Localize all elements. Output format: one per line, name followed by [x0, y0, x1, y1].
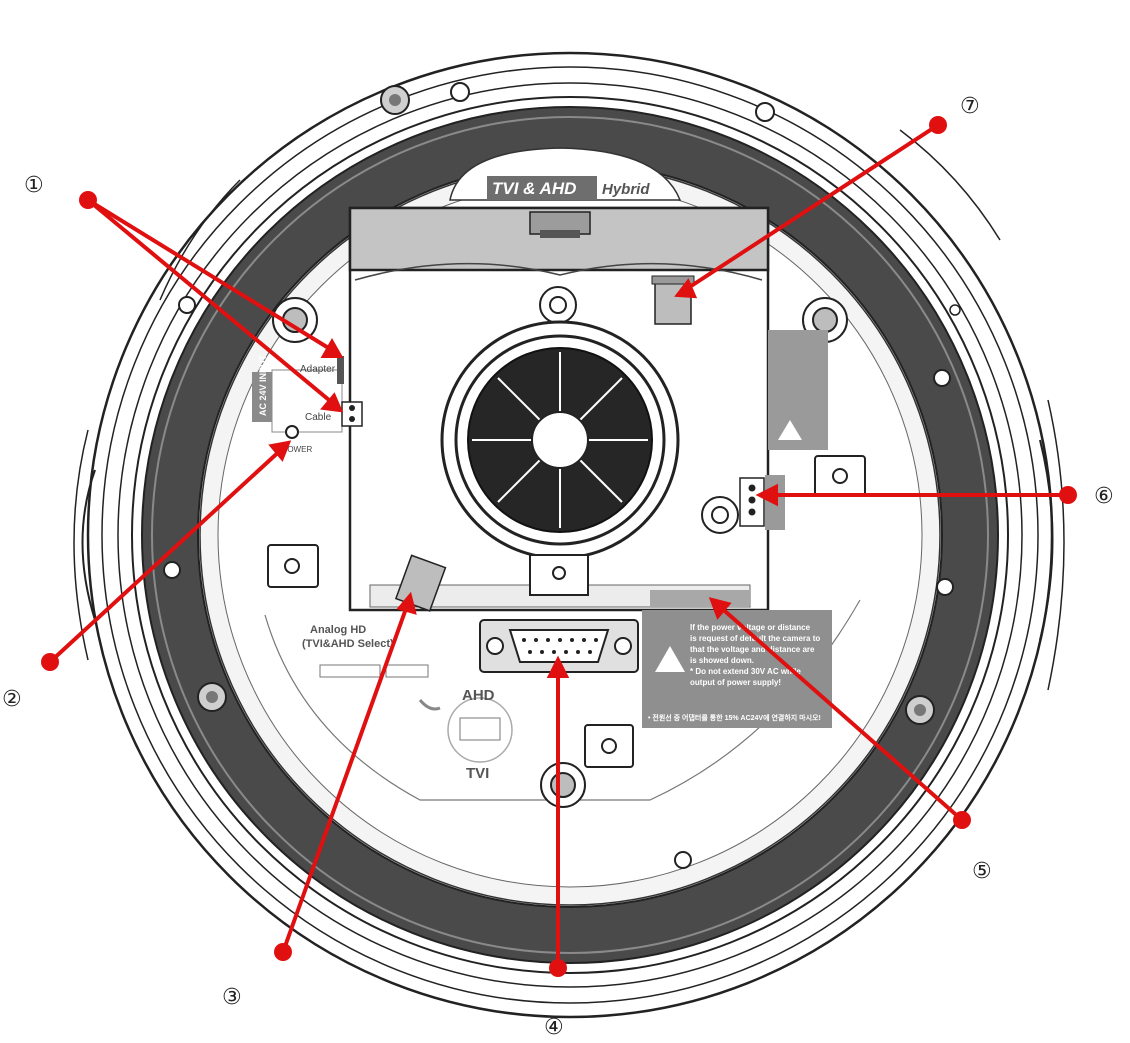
callout-1b-line	[86, 198, 337, 407]
brackets	[267, 455, 866, 768]
warning-text-line: is showed down.	[690, 656, 754, 665]
callout-3-number: ③	[222, 985, 242, 1010]
callout-6-number: ⑥	[1094, 484, 1114, 509]
callout-4-dot	[549, 959, 567, 977]
callout-7-number: ⑦	[960, 94, 980, 119]
warning-text-line: that the voltage and distance are	[690, 645, 815, 654]
callout-2-dot	[41, 653, 59, 671]
badge-right-text: Hybrid	[602, 181, 650, 198]
callout-1-dot	[79, 191, 97, 209]
callout-2-number: ②	[2, 687, 22, 712]
power-label: POWER	[282, 445, 312, 454]
warning-korean: • 전원선 중 어댑터를 통한 15% AC24V에 연결하지 마시오!	[648, 713, 821, 722]
callout-lines	[41, 116, 1077, 977]
lens-assembly	[440, 320, 680, 596]
callout-6-dot	[1059, 486, 1077, 504]
badge-left-text: TVI & AHD	[492, 179, 576, 198]
callout-7-line	[683, 123, 940, 292]
ahd-label: AHD	[462, 687, 495, 704]
callout-1a-line	[86, 198, 337, 354]
callout-3-line	[281, 602, 410, 953]
callout-3-dot	[274, 943, 292, 961]
warning-text-line: * Do not extend 30V AC while	[690, 667, 801, 676]
callout-2-line	[48, 446, 285, 664]
select-sub: (TVI&AHD Select)	[302, 638, 394, 650]
select-title: Analog HD	[310, 624, 366, 636]
callout-5-dot	[953, 811, 971, 829]
callout-numbers: ① ② ③ ④ ⑤ ⑥ ⑦	[2, 94, 1114, 1040]
callout-5-number: ⑤	[972, 859, 992, 884]
callout-7-dot	[929, 116, 947, 134]
top-tab: TVI & AHD Hybrid	[449, 147, 682, 201]
warning-text-line: output of power supply!	[690, 678, 781, 687]
cable-label: Cable	[305, 412, 332, 423]
analog-hd-select: Analog HD (TVI&AHD Select) AHD TVI	[302, 624, 513, 782]
callout-1-number: ①	[24, 173, 44, 198]
tvi-label: TVI	[466, 765, 489, 782]
adapter-label: Adapter	[300, 364, 336, 375]
ring-screws	[163, 82, 961, 869]
callout-4-number: ④	[544, 1015, 564, 1040]
warning-text-line: If the power voltage or distance	[690, 623, 811, 632]
callout-5-line	[716, 603, 964, 822]
dsub-connector	[479, 619, 639, 673]
input-label: AC 24V INPUT	[258, 354, 268, 416]
